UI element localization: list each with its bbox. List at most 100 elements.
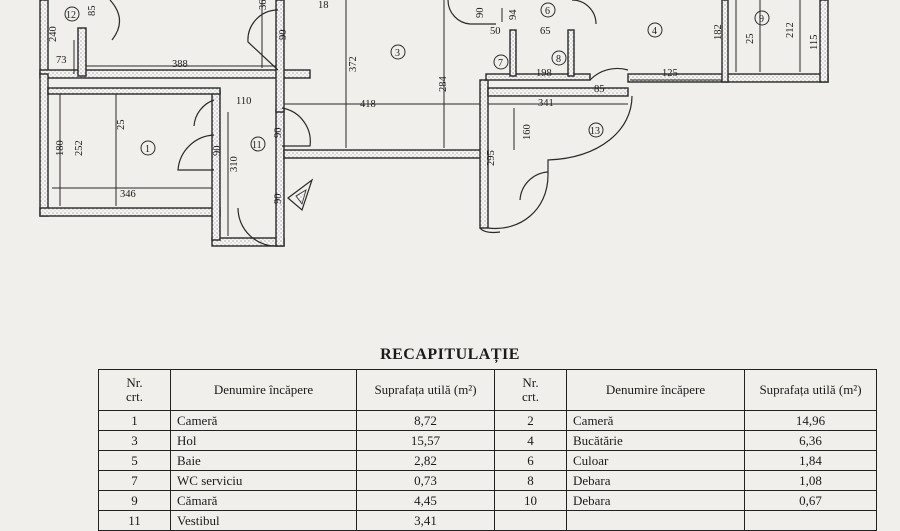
- cell-area: 8,72: [356, 410, 495, 431]
- door-swing-room12: [109, 0, 121, 41]
- wall-room9-right: [820, 0, 828, 82]
- cell-nr: 8: [494, 470, 567, 491]
- room-label-3: 3: [395, 48, 400, 59]
- dim-50: 50: [490, 26, 501, 37]
- cell-area: [744, 510, 877, 531]
- recap-header-row: Nr. crt. Denumire încăpere Suprafața uti…: [98, 369, 877, 411]
- wall-corridor-top: [48, 88, 220, 94]
- room-label-11: 11: [252, 140, 262, 151]
- wall-kitchen-bottom-outline: [487, 87, 629, 97]
- dim-90-room1: 90: [212, 146, 223, 157]
- cell-area: 2,82: [356, 450, 495, 471]
- wall-hol-bottom: [284, 150, 488, 158]
- cell-name: WC serviciu: [170, 470, 357, 491]
- table-row: 7 WC serviciu 0,73 8 Debara 1,08: [98, 470, 877, 491]
- cell-name: Hol: [170, 430, 357, 451]
- header-area-label: Suprafața utilă (m²): [759, 382, 862, 397]
- room-markers: 1 3 4 6 7 8 9 11 12 13: [64, 2, 770, 156]
- dim-125: 125: [662, 68, 678, 79]
- header-nr-1: Nr. crt.: [98, 369, 171, 411]
- dim-372: 372: [348, 56, 359, 72]
- dim-115: 115: [809, 35, 820, 50]
- walls: [39, 0, 829, 247]
- wall-bottom-vestibul: [212, 238, 284, 246]
- dim-388: 388: [172, 59, 188, 70]
- door-swings: [109, 0, 629, 247]
- dim-90-vestibul: 90: [273, 128, 284, 139]
- cell-nr: 5: [98, 450, 171, 471]
- door-swing-room6: [447, 0, 496, 25]
- wall-corridor-top-outline: [47, 87, 221, 95]
- cell-nr: 6: [494, 450, 567, 471]
- dim-295: 295: [486, 150, 497, 166]
- dim-25-left: 25: [116, 120, 127, 131]
- dim-240: 240: [48, 26, 59, 42]
- wall-hol-left-outline: [275, 0, 285, 113]
- cell-area: 15,57: [356, 430, 495, 451]
- dim-346: 346: [120, 189, 136, 200]
- dim-65: 65: [540, 26, 551, 37]
- room13-curve: [487, 95, 633, 230]
- wall-middle-outline: [479, 79, 489, 229]
- dim-94: 94: [508, 9, 519, 20]
- dim-252: 252: [74, 140, 85, 156]
- dim-90-top: 90: [278, 30, 289, 41]
- wall-room1-right: [212, 90, 220, 240]
- dim-418: 418: [360, 99, 376, 110]
- cell-nr: 3: [98, 430, 171, 451]
- header-nr-label: Nr. crt.: [522, 375, 539, 404]
- cell-area: 6,36: [744, 430, 877, 451]
- header-area-1: Suprafața utilă (m²): [356, 369, 495, 411]
- recap-table: Nr. crt. Denumire încăpere Suprafața uti…: [98, 369, 877, 531]
- floor-plan: 85 240 73 388 18 36 90 372 94 50 65 182 …: [39, 0, 829, 247]
- cell-nr: 1: [98, 410, 171, 431]
- dim-25-right: 25: [745, 34, 756, 45]
- table-row: 9 Cămară 4,45 10 Debara 0,67: [98, 490, 877, 511]
- cell-area: 4,45: [356, 490, 495, 511]
- door-swing-kitchen: [589, 67, 629, 81]
- cell-name: Debara: [566, 490, 745, 511]
- wall-middle: [480, 80, 488, 228]
- wall-partition-8: [568, 30, 574, 76]
- cell-name: [566, 510, 745, 531]
- wall-bottom-left: [40, 208, 220, 216]
- cell-area: 0,73: [356, 470, 495, 491]
- cell-name: Culoar: [566, 450, 745, 471]
- wall-partition-7-outline: [509, 29, 517, 77]
- wall-partition-8-outline: [567, 29, 575, 77]
- cell-name: Baie: [170, 450, 357, 471]
- door-swing-room6-b: [571, 0, 597, 25]
- cell-nr: 11: [98, 510, 171, 531]
- wall-room9-right-outline: [819, 0, 829, 83]
- header-area-2: Suprafața utilă (m²): [744, 369, 877, 411]
- door-swing-room1-b: [193, 99, 215, 127]
- door-swing-room1: [177, 134, 215, 171]
- cell-nr: 4: [494, 430, 567, 451]
- dim-182: 182: [713, 24, 724, 40]
- dim-85: 85: [87, 6, 98, 17]
- cell-area: 1,84: [744, 450, 877, 471]
- wall-left-lower: [40, 74, 48, 216]
- table-row: 1 Cameră 8,72 2 Cameră 14,96: [98, 410, 877, 431]
- recap-title: RECAPITULAȚIE: [380, 346, 520, 363]
- cell-area: 0,67: [744, 490, 877, 511]
- cell-name: Cameră: [566, 410, 745, 431]
- dim-18: 18: [318, 0, 329, 11]
- room-label-6: 6: [545, 6, 550, 17]
- dim-85-b: 85: [594, 84, 605, 95]
- room-label-1: 1: [145, 144, 150, 155]
- room-label-9: 9: [759, 14, 764, 25]
- door-swing-room3: [247, 9, 279, 71]
- dim-110: 110: [236, 96, 251, 107]
- wall-room12-outline: [77, 27, 87, 77]
- wall-left-upper: [40, 0, 48, 74]
- header-name-label: Denumire încăpere: [213, 382, 314, 397]
- cell-area: 1,08: [744, 470, 877, 491]
- dim-36: 36: [258, 0, 269, 10]
- room-label-13: 13: [590, 126, 600, 137]
- dimension-lines: [52, 0, 801, 236]
- cell-name: Cameră: [170, 410, 357, 431]
- wall-room9-left: [722, 0, 728, 82]
- north-arrow-icon: [287, 178, 314, 212]
- wall-hol-left: [276, 0, 284, 112]
